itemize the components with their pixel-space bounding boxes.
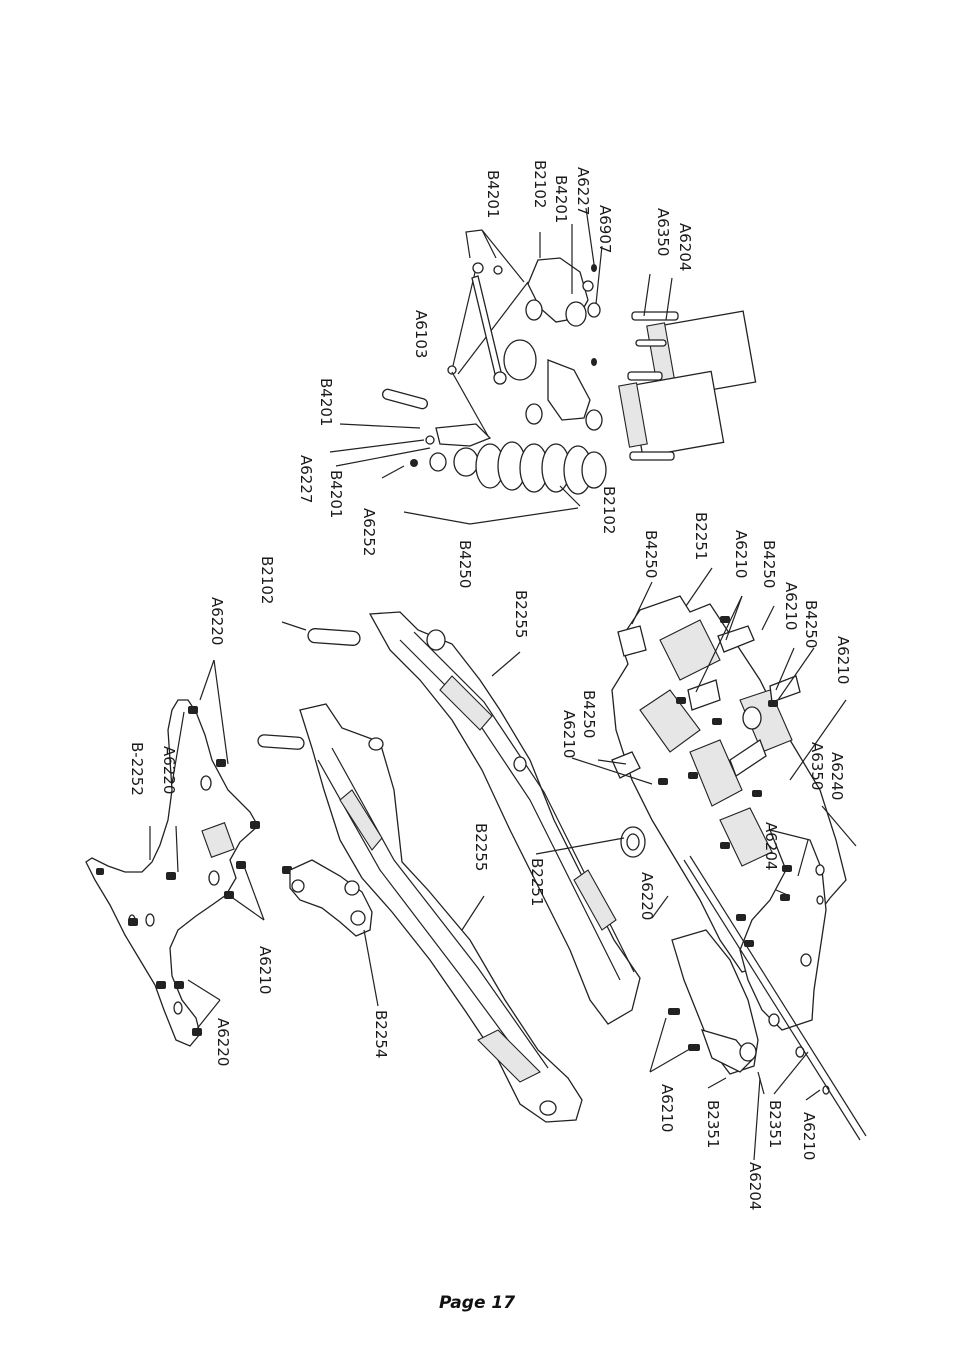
label-a6252: A6252: [360, 508, 378, 556]
grommet: [620, 826, 646, 858]
part-labels: B4201 B2102 B4201 A6227 A6907 A6350 A620…: [128, 160, 852, 1210]
label-a6350-top: A6350: [654, 208, 672, 256]
front-bracket: [289, 859, 373, 937]
damper-assembly: [381, 388, 607, 495]
label-b2252: B-2252: [128, 742, 146, 796]
label-b2102-rod: B2102: [258, 556, 276, 604]
label-a6220-mid: A6220: [160, 746, 178, 794]
label-b2254: B2254: [372, 1010, 390, 1058]
label-a6103: A6103: [412, 310, 430, 358]
label-a6210-a: A6210: [732, 530, 750, 578]
label-a6227-top: A6227: [574, 167, 592, 215]
label-b2102-top: B2102: [531, 160, 549, 208]
label-b4201-top: B4201: [484, 170, 502, 218]
servo-links: [611, 625, 801, 779]
label-a6220-upper: A6220: [208, 597, 226, 645]
label-b2251-plate: B2251: [692, 512, 710, 560]
label-a6350-lower: A6350: [808, 742, 826, 790]
label-a6907: A6907: [596, 205, 614, 253]
left-side-frame: [257, 703, 583, 1123]
label-a6210-end: A6210: [800, 1112, 818, 1160]
label-a6210-lower: A6210: [256, 946, 274, 994]
right-side-frame: [307, 611, 641, 1025]
leader-lines: [149, 207, 857, 1161]
rear-plate: [668, 829, 867, 1141]
lower-plate-screws: [96, 706, 292, 1036]
label-a6204-mid: A6204: [762, 822, 780, 870]
upper-plate-screws: [658, 616, 778, 849]
label-b2351-b: B2351: [766, 1100, 784, 1148]
parts: [85, 257, 867, 1141]
label-a6220-rear: A6220: [638, 872, 656, 920]
label-b2255-left: B2255: [472, 823, 490, 871]
linkage-rod: [447, 262, 529, 385]
label-a6210-d: A6210: [560, 710, 578, 758]
label-b4201-mid: B4201: [552, 175, 570, 223]
label-b4201-left: B4201: [317, 378, 335, 426]
label-a6210-c: A6210: [834, 636, 852, 684]
label-b2255-right: B2255: [512, 590, 530, 638]
label-b2251-grommet: B2251: [528, 858, 546, 906]
label-b2351-a: B2351: [704, 1100, 722, 1148]
label-a6227-left: A6227: [297, 455, 315, 503]
label-a6210-rear: A6210: [658, 1084, 676, 1132]
label-a6220-lower: A6220: [214, 1018, 232, 1066]
label-b4201-lower: B4201: [327, 470, 345, 518]
label-b2102-spring: B2102: [600, 486, 618, 534]
label-a6204-top: A6204: [676, 223, 694, 271]
servo-rear: [618, 370, 725, 461]
label-a6210-b: A6210: [782, 582, 800, 630]
label-b4250-d: B4250: [580, 690, 598, 738]
label-b4250-spring: B4250: [456, 540, 474, 588]
label-b4250-b: B4250: [760, 540, 778, 588]
label-a6240: A6240: [828, 752, 846, 800]
label-a6204-bottom: A6204: [746, 1162, 764, 1210]
label-b4250-a: B4250: [642, 530, 660, 578]
shock-mounts: [503, 257, 603, 431]
label-b4250-c: B4250: [802, 600, 820, 648]
page-number: Page 17: [438, 1293, 516, 1313]
